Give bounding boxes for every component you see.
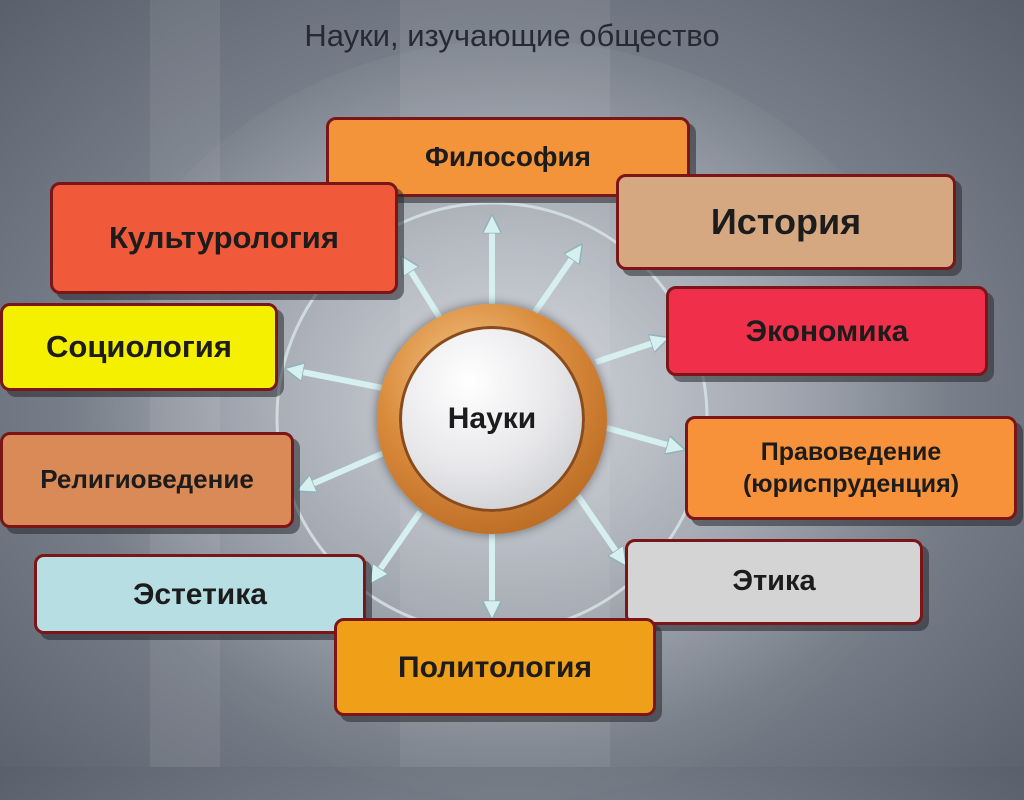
node-economics: Экономика [666, 286, 988, 376]
arrow-culturology [405, 262, 443, 320]
page-title: Науки, изучающие общество [304, 18, 720, 53]
node-history: История [616, 174, 956, 270]
arrow-ethics [575, 494, 622, 560]
arrows [292, 222, 678, 612]
center-hub: Науки [377, 304, 607, 534]
node-culturology: Культурология [50, 182, 398, 294]
arrow-religious-studies [303, 449, 388, 488]
arrow-law [606, 425, 678, 448]
center-label: Науки [399, 326, 585, 512]
arrow-aesthetics [374, 510, 423, 578]
node-religious-studies: Религиоведение [0, 432, 294, 528]
node-ethics: Этика [625, 539, 923, 625]
arrow-sociology [292, 370, 384, 391]
arrow-economics [595, 340, 662, 365]
node-sociology: Социология [0, 303, 278, 391]
node-political-science: Политология [334, 618, 656, 716]
node-aesthetics: Эстетика [34, 554, 366, 634]
arrow-history [532, 250, 578, 314]
node-law: Правоведение (юриспруденция) [685, 416, 1017, 520]
